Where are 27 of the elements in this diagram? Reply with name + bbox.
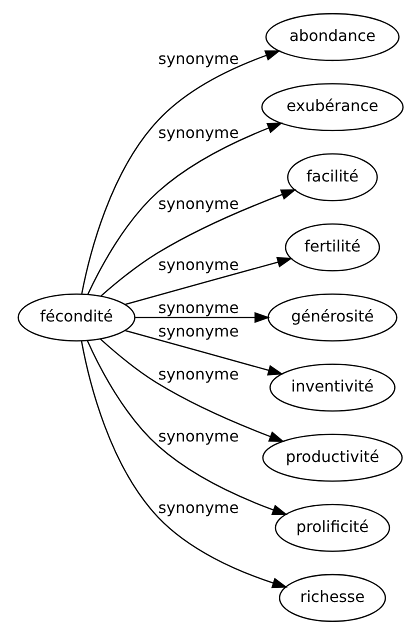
arrow	[124, 256, 292, 305]
arrow	[86, 340, 288, 516]
node-ellipse: richesse	[278, 574, 386, 622]
edge-label: synonyme	[158, 365, 238, 384]
arrow	[134, 312, 270, 323]
arrow	[80, 340, 288, 588]
edge-label: synonyme	[158, 50, 238, 68]
node-ellipse: fertilité	[284, 223, 380, 272]
node-ellipse: inventivité	[268, 364, 395, 412]
arrow	[80, 50, 280, 294]
edge-label: synonyme	[158, 428, 238, 446]
node-ellipse: générosité	[267, 293, 397, 342]
edge-label: synonyme	[158, 322, 238, 340]
node-ellipse: facilité	[286, 153, 378, 202]
arrow	[100, 338, 284, 442]
arrow	[100, 189, 296, 297]
arrow	[124, 330, 283, 376]
edge-label: synonyme	[158, 195, 238, 214]
edge-label: synonyme	[158, 299, 238, 318]
node-ellipse: productivité	[262, 434, 402, 482]
edge-label: synonyme	[158, 124, 238, 142]
node-ellipse: prolificité	[274, 504, 390, 552]
node-ellipse: fécondité	[17, 293, 135, 342]
node-ellipse: exubérance	[260, 83, 404, 132]
edge-label: synonyme	[158, 499, 238, 518]
arrow	[86, 122, 282, 295]
edge-label: synonyme	[158, 256, 238, 274]
